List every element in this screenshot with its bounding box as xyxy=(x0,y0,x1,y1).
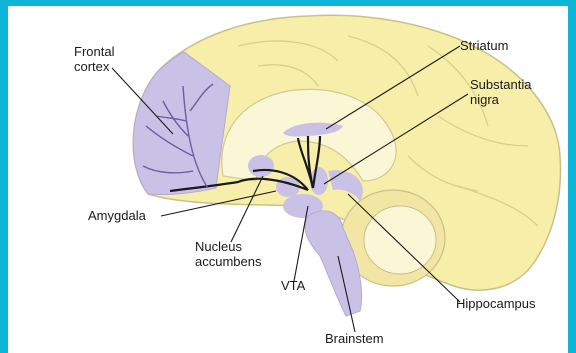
substantia-nigra-label-line2: nigra xyxy=(470,92,531,107)
hippocampus-label: Hippocampus xyxy=(456,296,536,311)
substantia-nigra-label-line1: Substantia xyxy=(470,77,531,92)
nucleus-accumbens-region xyxy=(248,155,274,177)
brainstem-label: Brainstem xyxy=(325,331,384,346)
frontal-cortex-label: Frontal cortex xyxy=(74,44,114,74)
frontal-cortex-label-line1: Frontal xyxy=(74,44,114,59)
amygdala-label: Amygdala xyxy=(88,208,146,223)
substantia-nigra-label: Substantia nigra xyxy=(470,77,531,107)
vta-label: VTA xyxy=(281,278,305,293)
diagram-frame: Frontal cortex Striatum Substantia nigra… xyxy=(8,6,568,353)
nucleus-accumbens-label-line1: Nucleus xyxy=(195,239,261,254)
striatum-label: Striatum xyxy=(460,38,508,53)
substantia-nigra-region xyxy=(310,167,328,195)
nucleus-accumbens-label: Nucleus accumbens xyxy=(195,239,261,269)
cerebellum-inner xyxy=(364,206,436,274)
frontal-cortex-label-line2: cortex xyxy=(74,59,114,74)
nucleus-accumbens-label-line2: accumbens xyxy=(195,254,261,269)
